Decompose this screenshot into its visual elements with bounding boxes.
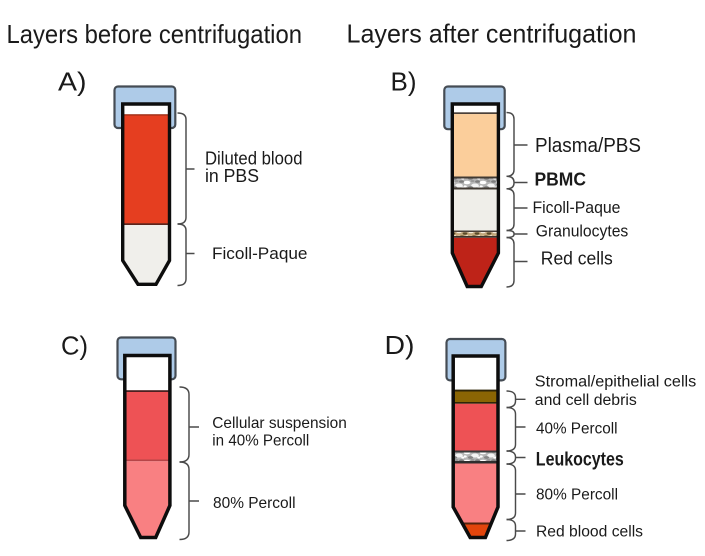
svg-text:80% Percoll: 80% Percoll — [536, 487, 618, 504]
svg-text:C): C) — [61, 331, 88, 361]
svg-text:80% Percoll: 80% Percoll — [213, 495, 296, 512]
svg-text:Red blood cells: Red blood cells — [536, 524, 643, 541]
svg-text:Stromal/epithelial cells: Stromal/epithelial cells — [535, 374, 697, 391]
svg-text:Granulocytes: Granulocytes — [536, 222, 629, 241]
svg-text:and cell debris: and cell debris — [535, 392, 637, 409]
svg-text:B): B) — [391, 67, 417, 97]
svg-text:Diluted blood: Diluted blood — [205, 149, 303, 169]
svg-text:PBMC: PBMC — [535, 170, 587, 190]
svg-text:Leukocytes: Leukocytes — [536, 450, 624, 471]
svg-text:Ficoll-Paque: Ficoll-Paque — [533, 198, 621, 217]
svg-text:in 40% Percoll: in 40% Percoll — [212, 433, 309, 450]
svg-text:Layers before centrifugation: Layers before centrifugation — [7, 19, 303, 49]
svg-text:Cellular suspension: Cellular suspension — [212, 415, 346, 432]
svg-text:Ficoll-Paque: Ficoll-Paque — [212, 244, 308, 263]
svg-text:D): D) — [385, 330, 415, 360]
svg-text:Plasma/PBS: Plasma/PBS — [535, 135, 641, 157]
svg-text:A): A) — [58, 67, 87, 97]
svg-text:in PBS: in PBS — [205, 166, 259, 186]
svg-text:Layers after centrifugation: Layers after centrifugation — [347, 19, 637, 49]
svg-text:Red cells: Red cells — [541, 249, 613, 269]
svg-text:40% Percoll: 40% Percoll — [536, 421, 618, 438]
